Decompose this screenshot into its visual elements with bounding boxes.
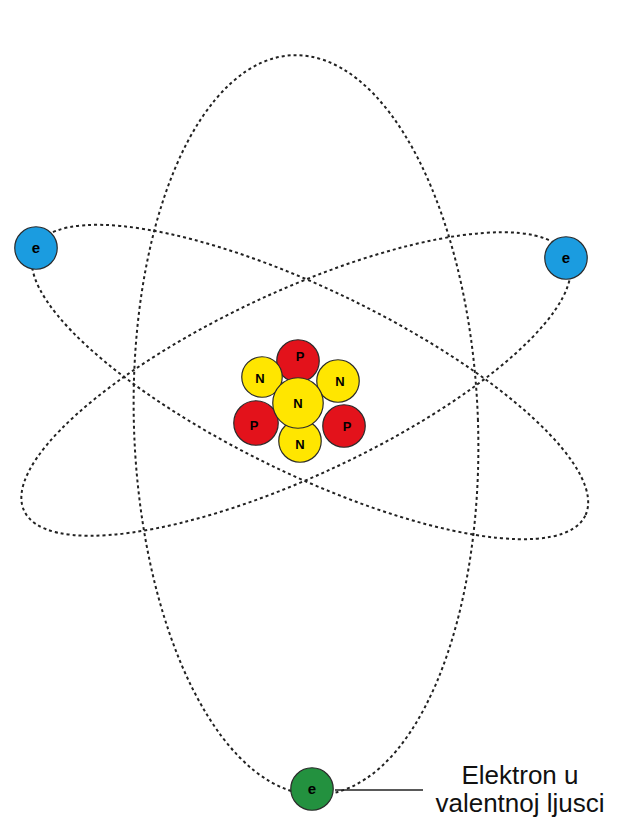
neutron-symbol: N [293, 397, 302, 410]
electron-disc [15, 227, 58, 270]
proton-symbol: P [296, 350, 305, 363]
neutron: N [272, 377, 324, 429]
neutron-symbol: N [335, 375, 344, 388]
proton-disc [277, 340, 320, 383]
valence-electron-disc [291, 768, 334, 811]
electron-disc [545, 237, 588, 280]
neutron-disc [273, 378, 324, 429]
neutron-disc [317, 360, 360, 403]
electron: e [14, 226, 58, 270]
electron-symbol: e [32, 240, 40, 255]
proton-disc [234, 401, 279, 446]
callout-label: Elektron u valentnoj ljusci [425, 761, 615, 817]
leader-line [335, 789, 423, 791]
electron: e [544, 236, 588, 280]
proton: P [233, 400, 279, 446]
proton-disc [323, 405, 366, 448]
tilted-orbit [0, 166, 625, 599]
neutron-symbol: N [295, 438, 304, 451]
vertical-orbit [121, 49, 491, 801]
electron-symbol: e [562, 250, 570, 265]
neutron-symbol: N [255, 372, 264, 385]
valence-electron-symbol: e [308, 781, 316, 796]
tilted-orbit [0, 174, 607, 594]
valence-electron: e [290, 767, 334, 811]
proton-symbol: P [343, 420, 352, 433]
proton: P [322, 404, 366, 448]
proton-symbol: P [250, 419, 259, 432]
